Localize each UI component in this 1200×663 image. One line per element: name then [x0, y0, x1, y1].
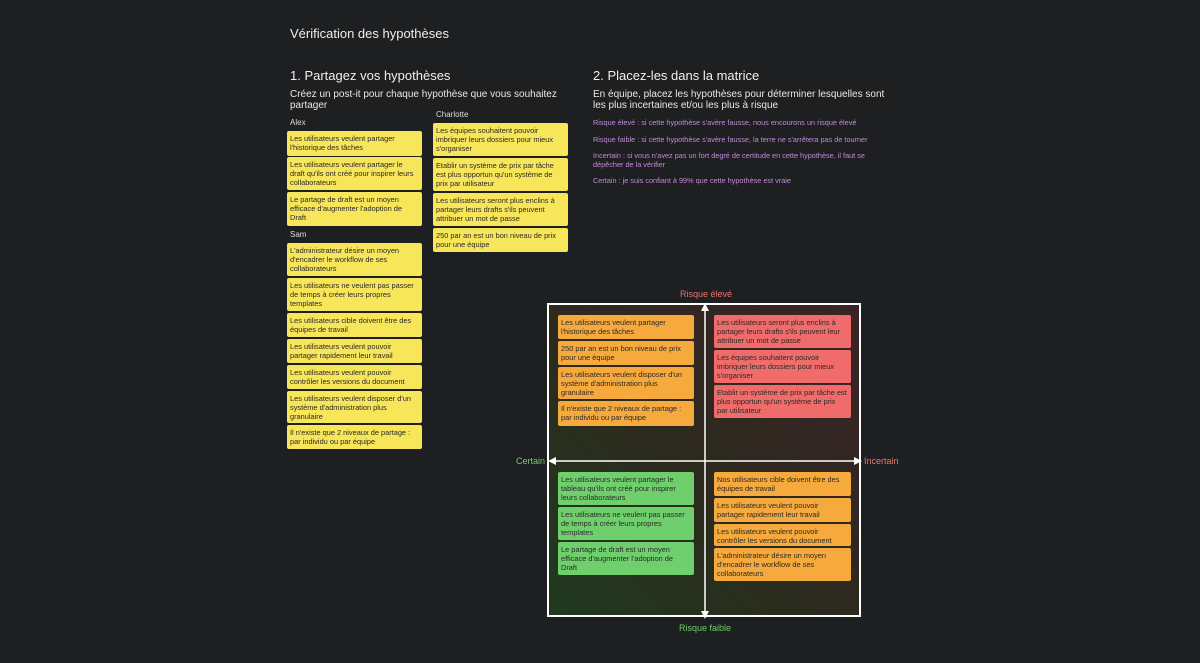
axis-label-certain: Certain — [516, 456, 546, 466]
page-title: Vérification des hypothèses — [290, 26, 449, 41]
sticky-note[interactable]: Etablir un système de prix par tâche est… — [433, 158, 568, 191]
legend-risque-faible: Risque faible : si cette hypothèse s'avè… — [593, 135, 868, 144]
legend-risque-eleve: Risque élevé : si cette hypothèse s'avèr… — [593, 118, 857, 127]
sticky-note[interactable]: Les utilisateurs veulent disposer d'un s… — [287, 391, 422, 423]
axis-label-incertain: Incertain — [864, 456, 899, 466]
matrix-note[interactable]: Les utilisateurs veulent partager le tab… — [558, 472, 694, 505]
sticky-note[interactable]: Les utilisateurs veulent pouvoir partage… — [287, 339, 422, 363]
arrow-up-icon — [701, 303, 709, 311]
axis-label-risque-eleve: Risque élevé — [680, 289, 733, 299]
matrix-note[interactable]: Etablir un système de prix par tâche est… — [714, 385, 851, 418]
matrix-note[interactable]: L'administrateur désire un moyen d'encad… — [714, 548, 851, 581]
matrix-note[interactable]: Le partage de draft est un moyen efficac… — [558, 542, 694, 575]
section2-subtitle: En équipe, placez les hypothèses pour dé… — [593, 89, 885, 111]
sticky-note[interactable]: Le partage de draft est un moyen efficac… — [287, 192, 422, 226]
matrix-note[interactable]: Les utilisateurs veulent pouvoir contrôl… — [714, 524, 851, 546]
sticky-note[interactable]: Les utilisateurs veulent partager l'hist… — [287, 131, 422, 156]
axis-label-risque-faible: Risque faible — [679, 623, 732, 633]
section1-subtitle: Créez un post-it pour chaque hypothèse q… — [290, 89, 557, 111]
sticky-note[interactable]: Les utilisateurs veulent partager le dra… — [287, 157, 422, 190]
group-label-charlotte: Charlotte — [436, 110, 469, 119]
sticky-note[interactable]: Les équipes souhaitent pouvoir imbriquer… — [433, 123, 568, 156]
sticky-note[interactable]: Les utilisateurs ne veulent pas passer d… — [287, 278, 422, 311]
matrix-axes — [548, 303, 862, 619]
matrix-note[interactable]: Les utilisateurs veulent partager l'hist… — [558, 315, 694, 339]
sticky-note[interactable]: Les utilisateurs cible doivent être des … — [287, 313, 422, 337]
legend-certain: Certain : je suis confiant à 99% que cet… — [593, 176, 791, 185]
group-label-sam: Sam — [290, 230, 307, 239]
matrix-note[interactable]: Il n'existe que 2 niveaux de partage : p… — [558, 401, 694, 426]
sticky-note[interactable]: Les utilisateurs seront plus enclins à p… — [433, 193, 568, 226]
sticky-note[interactable]: 250 par an est un bon niveau de prix pou… — [433, 228, 568, 252]
matrix-note[interactable]: Nos utilisateurs cible doivent être des … — [714, 472, 851, 496]
matrix-note[interactable]: Les utilisateurs ne veulent pas passer d… — [558, 507, 694, 540]
section2-heading: 2. Placez-les dans la matrice — [593, 68, 760, 83]
sticky-note[interactable]: L'administrateur désire un moyen d'encad… — [287, 243, 422, 276]
section1-heading: 1. Partagez vos hypothèses — [290, 68, 451, 83]
arrow-right-icon — [854, 457, 862, 465]
matrix-note[interactable]: Les équipes souhaitent pouvoir imbriquer… — [714, 350, 851, 383]
sticky-note[interactable]: Les utilisateurs veulent pouvoir contrôl… — [287, 365, 422, 389]
sticky-note[interactable]: Il n'existe que 2 niveaux de partage : p… — [287, 425, 422, 449]
arrow-left-icon — [548, 457, 556, 465]
group-label-alex: Alex — [290, 118, 306, 127]
matrix-note[interactable]: 250 par an est un bon niveau de prix pou… — [558, 341, 694, 365]
arrow-down-icon — [701, 611, 709, 619]
matrix-note[interactable]: Les utilisateurs veulent disposer d'un s… — [558, 367, 694, 399]
matrix-note[interactable]: Les utilisateurs seront plus enclins à p… — [714, 315, 851, 348]
matrix-note[interactable]: Les utilisateurs veulent pouvoir partage… — [714, 498, 851, 522]
legend-incertain: Incertain : si vous n'avez pas un fort d… — [593, 151, 865, 169]
